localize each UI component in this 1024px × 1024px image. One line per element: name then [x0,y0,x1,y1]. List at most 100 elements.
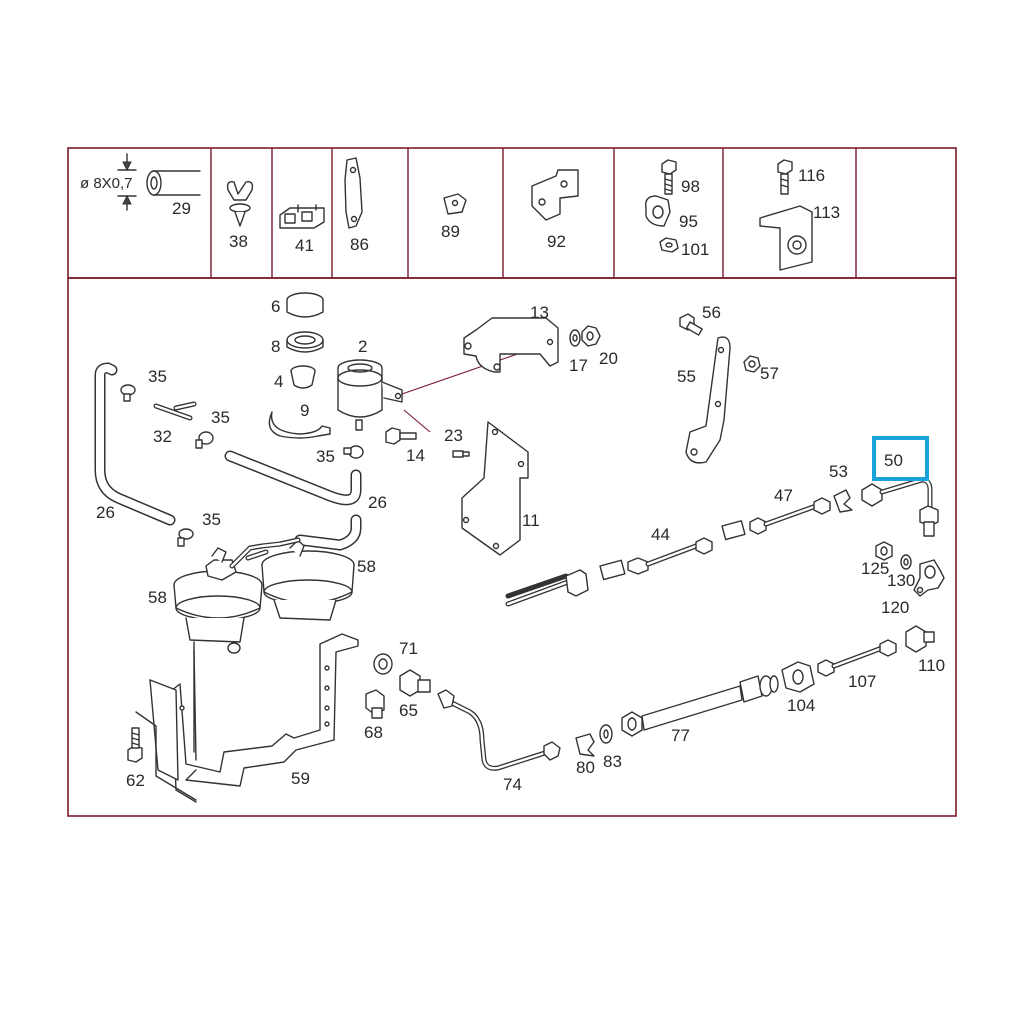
vacuum-unit-58-left[interactable]: 58 [148,547,263,654]
header-cell-clamp-set[interactable]: 98 95 101 [645,159,710,259]
bolt-62[interactable]: 62 [126,727,145,790]
label-83: 83 [603,752,622,771]
clamp-35-a[interactable]: 35 [120,367,167,402]
label-55: 55 [677,367,696,386]
reservoir-2[interactable]: 2 [337,337,553,433]
label-35-d: 35 [202,510,221,529]
fitting-110[interactable]: 110 [905,625,945,675]
label-130: 130 [887,571,915,590]
brake-pipe-50[interactable]: 50 [861,436,939,537]
header-cell-clip-38[interactable]: 38 [226,180,254,251]
bracket-11[interactable]: 11 [461,421,540,556]
pin-23[interactable]: 23 [444,426,470,458]
bolt-56[interactable]: 56 [679,303,721,336]
hose-26-left[interactable]: 26 [94,362,176,526]
label-110: 110 [918,656,945,675]
label-58-left: 58 [148,588,167,607]
clamp-35-c[interactable]: 35 [316,445,364,466]
nut-104[interactable]: 104 [781,661,815,715]
fitting-68[interactable]: 68 [364,689,385,742]
washer-17[interactable]: 17 [569,329,588,375]
washer-71[interactable]: 71 [373,639,418,675]
part-50-highlight-box [872,436,929,481]
label-62: 62 [126,771,145,790]
clip-80[interactable]: 80 [575,733,595,777]
label-47: 47 [774,486,793,505]
brake-pipe-47[interactable]: 47 [721,486,831,541]
label-80: 80 [576,758,595,777]
washer-130[interactable]: 130 [887,554,915,590]
label-107: 107 [848,672,876,691]
label-32: 32 [153,427,172,446]
brake-pipe-44[interactable]: 44 [505,525,713,607]
label-44: 44 [651,525,670,544]
label-29: 29 [172,199,191,218]
nut-20[interactable]: 20 [581,325,618,368]
header-cell-clip-89[interactable]: 89 [441,193,467,241]
label-8: 8 [271,337,280,356]
header-cell-dividers [210,148,857,278]
bracket-59[interactable]: 59 [135,633,359,803]
label-14: 14 [406,446,425,465]
main-diagram-frame [67,277,957,817]
brake-hose-77[interactable]: 77 [621,675,779,745]
label-20: 20 [599,349,618,368]
label-101: 101 [681,240,709,259]
label-86: 86 [350,235,369,254]
hose-dimension-text: ø 8X0,7 [80,175,133,192]
label-77: 77 [671,726,690,745]
vacuum-connecting-hoses [229,537,301,569]
header-cell-bracket-113[interactable]: 116 113 [759,159,840,271]
label-104: 104 [787,696,815,715]
label-9: 9 [300,401,309,420]
clip-53[interactable]: 53 [829,462,853,513]
filter-4[interactable]: 4 [274,365,316,391]
brake-pipe-74[interactable]: 74 [437,689,561,794]
bracket-55[interactable]: 55 [677,336,731,464]
cap-6[interactable]: 6 [271,292,324,318]
label-59: 59 [291,769,310,788]
label-35-b: 35 [211,408,230,427]
label-17: 17 [569,356,588,375]
brake-pipe-107[interactable]: 107 [817,639,897,691]
label-92: 92 [547,232,566,251]
bracket-13[interactable]: 13 [463,303,559,373]
label-116: 116 [798,166,825,185]
hose-26-right[interactable]: 26 [224,450,387,551]
label-57: 57 [760,364,779,383]
header-cell-holder-41[interactable]: 41 [279,204,325,255]
nut-57[interactable]: 57 [743,355,779,383]
plug-65[interactable]: 65 [399,669,431,720]
label-35-c: 35 [316,447,335,466]
seal-8[interactable]: 8 [271,331,324,356]
label-2: 2 [358,337,367,356]
label-26-right: 26 [368,493,387,512]
label-95: 95 [679,212,698,231]
label-6: 6 [271,297,280,316]
label-68: 68 [364,723,383,742]
header-cell-bracket-92[interactable]: 92 [531,169,579,251]
clamp-35-d[interactable]: 35 [177,510,221,547]
header-cell-hose-29[interactable]: ø 8X0,7 29 [80,153,201,218]
bolt-14[interactable]: 14 [385,427,425,465]
strap-9[interactable]: 9 [268,401,331,439]
label-125: 125 [861,559,889,578]
label-113: 113 [813,203,840,222]
label-38: 38 [229,232,248,251]
label-74: 74 [503,775,522,794]
header-cell-strap-86[interactable]: 86 [344,157,369,254]
label-50: 50 [884,451,903,470]
label-98: 98 [681,177,700,196]
washer-83[interactable]: 83 [599,724,622,771]
vacuum-unit-58-right[interactable]: 58 [261,539,376,621]
t-connector-32[interactable]: 32 [153,401,197,446]
clamp-35-b[interactable]: 35 [195,408,230,449]
label-26-left: 26 [96,503,115,522]
banjo-fitting-120[interactable]: 120 [881,559,945,617]
label-53: 53 [829,462,848,481]
label-65: 65 [399,701,418,720]
fitting-125[interactable]: 125 [861,541,893,578]
label-35-a: 35 [148,367,167,386]
label-41: 41 [295,236,314,255]
